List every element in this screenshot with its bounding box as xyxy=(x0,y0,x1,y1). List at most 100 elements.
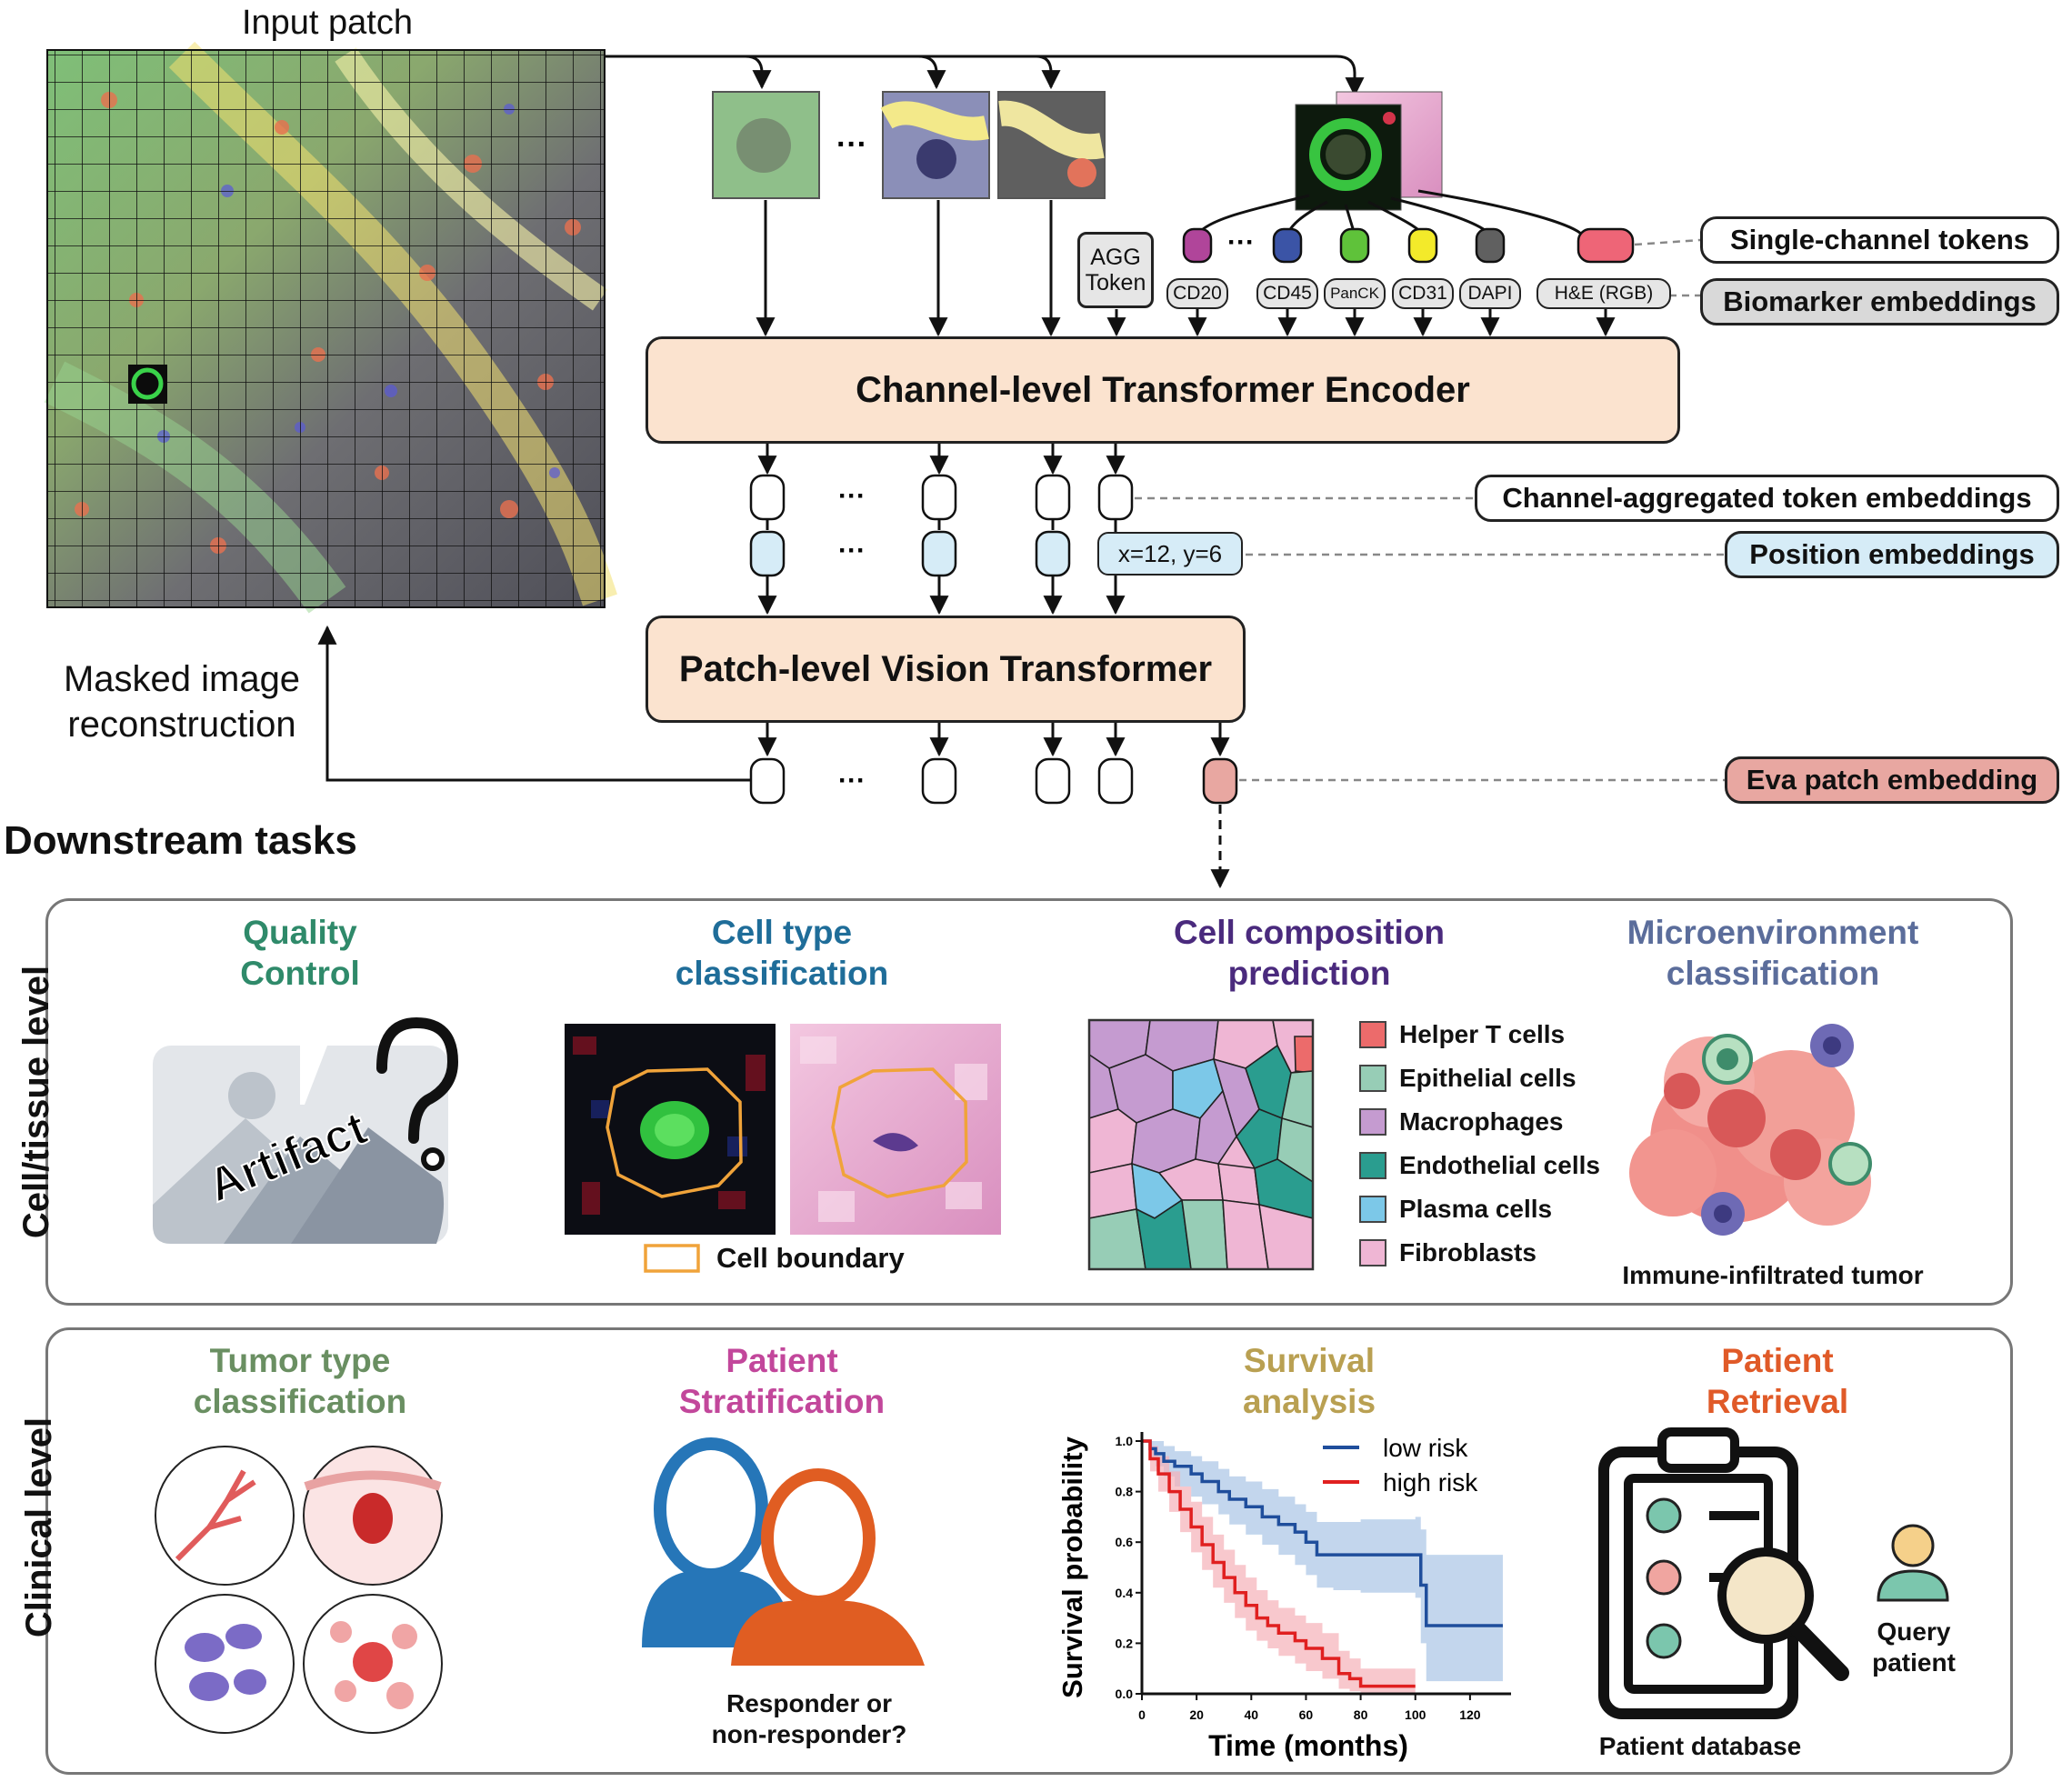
input-patch-label: Input patch xyxy=(241,4,414,42)
y-tick-label: 0.4 xyxy=(1116,1586,1134,1600)
token-cd45 xyxy=(1272,227,1303,264)
y-axis-label: Survival probability xyxy=(1056,1436,1088,1697)
retrieval-db-caption: Patient database xyxy=(1598,1732,1802,1760)
x-tick-label: 40 xyxy=(1245,1707,1259,1722)
task-stratification: Patient Stratification xyxy=(678,1342,886,1420)
legend-helper-t: Helper T cells xyxy=(1359,1020,1565,1049)
vit-output-tokens xyxy=(749,757,1238,805)
y-tick-label: 0.8 xyxy=(1116,1485,1134,1499)
selected-cell-crop xyxy=(1295,91,1443,211)
task-cell-composition: Cell composition prediction xyxy=(1173,914,1446,992)
retrieval-query-caption: Query patient xyxy=(1872,1617,1956,1677)
y-tick-label: 1.0 xyxy=(1116,1434,1134,1448)
ci-band-high-risk xyxy=(1142,1441,1416,1694)
biomarker-embeddings-label: Biomarker embeddings xyxy=(1700,278,2059,325)
encoder-output-arrows xyxy=(757,444,1126,616)
agg-token: AGG Token xyxy=(1077,232,1154,308)
token-cd20 xyxy=(1182,227,1213,264)
token-dapi xyxy=(1475,227,1506,264)
masked-reconstruction-label: Masked image reconstruction xyxy=(63,659,301,745)
task-tumor-type: Tumor type classification xyxy=(193,1342,407,1420)
channel-encoder-box: Channel-level Transformer Encoder xyxy=(646,336,1680,444)
legend-label-low-risk: low risk xyxy=(1383,1434,1468,1462)
vit-ellipsis: ··· xyxy=(838,766,866,796)
task-survival: Survival analysis xyxy=(1242,1342,1376,1420)
stratification-caption: Responder or non-responder? xyxy=(711,1689,907,1748)
survival-curve-high-risk xyxy=(1142,1439,1416,1688)
legend-text-fibroblasts: Fibroblasts xyxy=(1399,1238,1536,1266)
channel-aggregated-label: Channel-aggregated token embeddings xyxy=(1475,475,2059,522)
x-tick-label: 20 xyxy=(1189,1707,1204,1722)
legend-swatch-fibroblasts xyxy=(1359,1239,1386,1266)
downstream-heading: Downstream tasks xyxy=(4,818,357,863)
tumor-type-illustration xyxy=(155,1446,443,1734)
input-patch-image xyxy=(44,41,617,614)
token-he xyxy=(1577,227,1635,264)
token-ellipsis: ··· xyxy=(1227,227,1255,257)
task-retrieval: Patient Retrieval xyxy=(1706,1342,1849,1420)
legend-plasma: Plasma cells xyxy=(1359,1195,1552,1224)
biomarker-panck: PanCK xyxy=(1324,278,1386,309)
cell-boundary-label: Cell boundary xyxy=(716,1242,905,1274)
input-to-crop-arrows xyxy=(605,55,1365,97)
legend-fibroblasts: Fibroblasts xyxy=(1359,1238,1536,1267)
cell-tissue-panel xyxy=(45,898,2013,1306)
x-tick-label: 60 xyxy=(1299,1707,1314,1722)
single-channel-tokens-label: Single-channel tokens xyxy=(1700,216,2059,264)
cell-type-illustration xyxy=(565,1024,1001,1273)
crop-ellipsis: ··· xyxy=(836,127,867,162)
biomarker-dapi: DAPI xyxy=(1459,278,1521,309)
x-tick-label: 80 xyxy=(1354,1707,1368,1722)
survival-curve-low-risk xyxy=(1142,1439,1503,1627)
legend-swatch-macrophages xyxy=(1359,1108,1386,1136)
cell-tissue-level-label: Cell/tissue level xyxy=(16,965,56,1239)
legend-macrophages: Macrophages xyxy=(1359,1107,1564,1136)
patch-crop-3 xyxy=(997,91,1106,199)
encoder-ellipsis-2: ··· xyxy=(838,536,866,566)
ci-band-low-risk xyxy=(1142,1441,1503,1682)
legend-text-plasma: Plasma cells xyxy=(1399,1195,1553,1223)
legend-text-macrophages: Macrophages xyxy=(1399,1107,1564,1136)
y-tick-label: 0.6 xyxy=(1116,1535,1134,1549)
y-tick-label: 0.2 xyxy=(1116,1636,1134,1650)
task-quality-control: Quality Control xyxy=(240,914,360,992)
legend-epithelial: Epithelial cells xyxy=(1359,1064,1577,1093)
legend-swatch-endothelial xyxy=(1359,1152,1386,1179)
dashed-leaders xyxy=(1135,238,1725,782)
legend-swatch-epithelial xyxy=(1359,1065,1386,1092)
position-example-token: x=12, y=6 xyxy=(1097,532,1243,576)
microenvironment-illustration xyxy=(1629,1024,1872,1236)
x-tick-label: 100 xyxy=(1405,1707,1426,1722)
cell-composition-voronoi xyxy=(1087,1018,1315,1271)
legend-swatch-helper-t xyxy=(1359,1021,1386,1048)
y-tick-label: 0.0 xyxy=(1116,1687,1134,1701)
clinical-level-label: Clinical level xyxy=(19,1417,59,1638)
quality-control-illustration: Artifact xyxy=(153,1016,459,1244)
legend-text-endothelial: Endothelial cells xyxy=(1399,1151,1600,1179)
task-cell-type: Cell type classification xyxy=(675,914,889,992)
channel-tokens xyxy=(1182,227,1635,264)
task-microenvironment: Microenvironment classification xyxy=(1627,914,1919,992)
biomarker-he: H&E (RGB) xyxy=(1536,278,1671,309)
legend-text-helper-t: Helper T cells xyxy=(1399,1020,1566,1048)
vit-output-arrows xyxy=(757,723,1230,757)
legend-swatch-plasma xyxy=(1359,1196,1386,1223)
reconstruction-arrow xyxy=(317,625,751,782)
retrieval-illustration xyxy=(1598,1427,1949,1719)
eva-token xyxy=(1202,757,1238,805)
encoder-ellipsis-1: ··· xyxy=(838,481,866,511)
clinical-panel xyxy=(45,1327,2013,1775)
token-panck xyxy=(1339,227,1370,264)
legend-label-high-risk: high risk xyxy=(1383,1468,1478,1497)
patch-crop-1 xyxy=(712,91,820,199)
eva-patch-embedding-label: Eva patch embedding xyxy=(1725,756,2059,804)
encoder-output-tokens xyxy=(749,474,1134,577)
patch-crop-2 xyxy=(880,91,990,199)
biomarker-cd20: CD20 xyxy=(1166,278,1228,309)
stratification-illustration xyxy=(642,1437,925,1666)
crop-to-encoder-arrows xyxy=(756,200,1616,337)
biomarker-cd45: CD45 xyxy=(1256,278,1318,309)
token-cd31 xyxy=(1407,227,1438,264)
